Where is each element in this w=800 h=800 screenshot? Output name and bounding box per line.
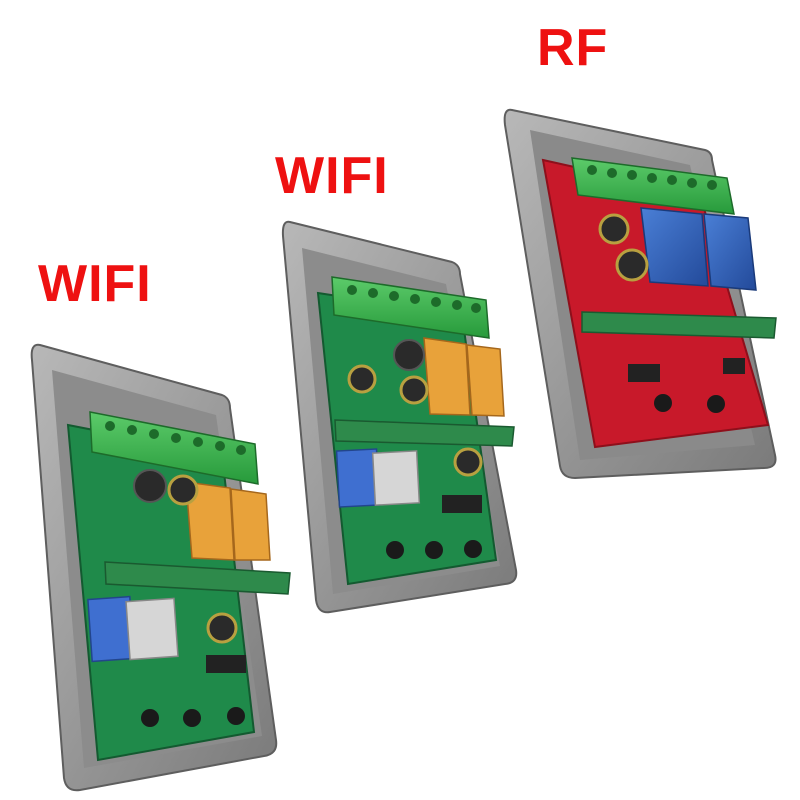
capacitor-middle-4 bbox=[453, 447, 483, 477]
rf-module-board-middle bbox=[334, 419, 515, 447]
ic-chip-right-2 bbox=[723, 358, 745, 374]
relay-orange-left-1 bbox=[185, 481, 235, 561]
capacitor-right-1 bbox=[598, 213, 630, 245]
capacitor-middle-3 bbox=[399, 375, 429, 405]
wifi-chip-shield-middle bbox=[371, 450, 421, 506]
push-button-middle-1 bbox=[386, 541, 404, 559]
relay-orange-middle-1 bbox=[423, 337, 471, 416]
terminal-screws-right bbox=[587, 165, 717, 190]
label-rf-right: RF bbox=[537, 19, 609, 77]
capacitor-left-1 bbox=[133, 469, 167, 503]
terminal-screws-middle bbox=[347, 285, 481, 313]
wifi-chip-shield-left bbox=[125, 597, 179, 661]
relay-orange-left-2 bbox=[230, 488, 271, 561]
wifi-receiver-left bbox=[30, 343, 291, 792]
terminal-screws-left bbox=[105, 421, 246, 455]
push-button-left-1 bbox=[141, 709, 159, 727]
capacitor-left-3 bbox=[206, 612, 238, 644]
label-wifi-left: WIFI bbox=[38, 255, 152, 313]
push-button-middle-2 bbox=[425, 541, 443, 559]
push-button-right-1 bbox=[654, 394, 672, 412]
rf-module-board-left bbox=[104, 561, 291, 595]
ic-chip-left bbox=[206, 655, 246, 673]
label-wifi-middle: WIFI bbox=[275, 147, 389, 205]
ic-chip-right bbox=[628, 364, 660, 382]
relay-blue-2 bbox=[703, 213, 757, 291]
rf-receiver-right bbox=[503, 108, 777, 480]
capacitor-middle-1 bbox=[393, 339, 425, 371]
push-button-middle-3 bbox=[464, 540, 482, 558]
relay-orange-middle-2 bbox=[466, 344, 505, 417]
capacitor-left-2 bbox=[167, 474, 199, 506]
push-button-left-2 bbox=[183, 709, 201, 727]
push-button-right-2 bbox=[707, 395, 725, 413]
rf-module-board bbox=[581, 311, 777, 339]
capacitor-right-2 bbox=[615, 248, 649, 282]
relay-blue-1 bbox=[640, 207, 709, 287]
push-button-left-3 bbox=[227, 707, 245, 725]
wifi-receiver-middle bbox=[281, 220, 518, 614]
ic-chip-middle bbox=[442, 495, 482, 513]
capacitor-middle-2 bbox=[347, 364, 377, 394]
